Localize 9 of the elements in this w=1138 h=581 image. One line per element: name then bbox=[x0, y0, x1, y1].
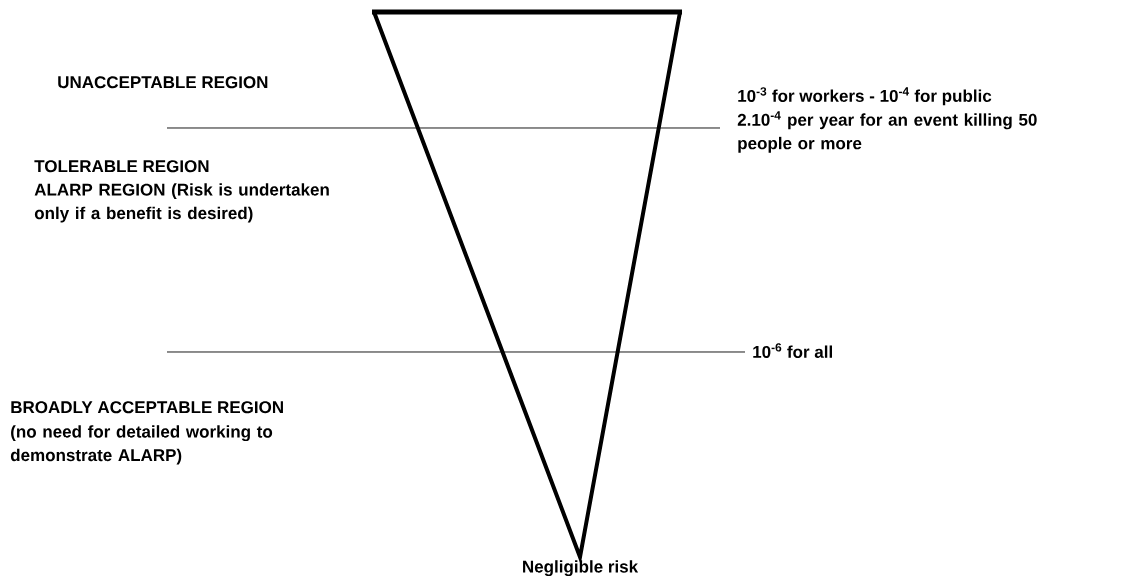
region-label: TOLERABLE REGION bbox=[34, 160, 209, 173]
threshold-label: 2.10$^{-4}$ per year for an event killing 50 people or more bbox=[737, 111, 1037, 153]
threshold-label: 10$^{-6}$ for all bbox=[753, 343, 832, 358]
region-description: ALARP REGION (Risk is undertaken only if a benefit is desired) bbox=[34, 183, 329, 223]
region-label: BROADLY ACCEPTABLE REGION bbox=[11, 401, 283, 414]
threshold-label: 10$^{-3}$ for workers - 10$^{-4}$ for public bbox=[738, 87, 992, 106]
region-label: UNACCEPTABLE REGION bbox=[58, 76, 268, 89]
region-description: (no need for detailed working to demonstrate ALARP) bbox=[10, 425, 273, 465]
end-label: Negligible risk bbox=[523, 560, 639, 577]
